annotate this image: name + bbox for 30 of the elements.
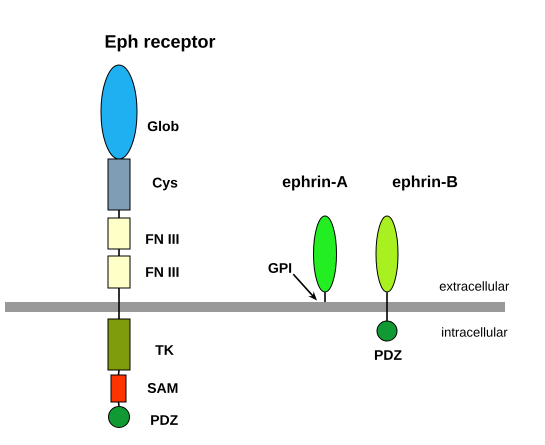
domain-ellipse: [313, 216, 337, 292]
title: ephrin-B: [392, 176, 458, 190]
domain-box: [110, 374, 126, 402]
region-label: intracellular: [442, 327, 508, 337]
connector-line: [118, 288, 120, 318]
domain-ellipse: [100, 64, 138, 160]
node-label: GPI: [268, 263, 292, 273]
region-label: extracellular: [440, 281, 510, 291]
connector-line: [386, 292, 388, 320]
connector-line: [324, 292, 326, 302]
domain-ellipse: [376, 216, 398, 292]
domain-label: TK: [155, 345, 174, 355]
domain-label: Glob: [148, 120, 179, 132]
domain-label: PDZ: [374, 350, 402, 360]
connector-line: [118, 370, 120, 375]
title: ephrin-A: [282, 176, 348, 190]
domain-label: Cys: [152, 178, 178, 190]
domain-box: [108, 318, 130, 370]
domain-box: [108, 256, 130, 288]
domain-circle: [376, 320, 398, 342]
domain-label: FN III: [146, 267, 178, 277]
domain-label: FN III: [146, 234, 178, 244]
domain-box: [108, 158, 130, 210]
connector-line: [118, 250, 120, 256]
connector-line: [118, 402, 120, 406]
domain-circle: [108, 406, 130, 428]
connector-line: [118, 210, 120, 218]
domain-box: [108, 218, 130, 250]
domain-label: PDZ: [151, 415, 178, 425]
domain-label: SAM: [148, 383, 178, 393]
